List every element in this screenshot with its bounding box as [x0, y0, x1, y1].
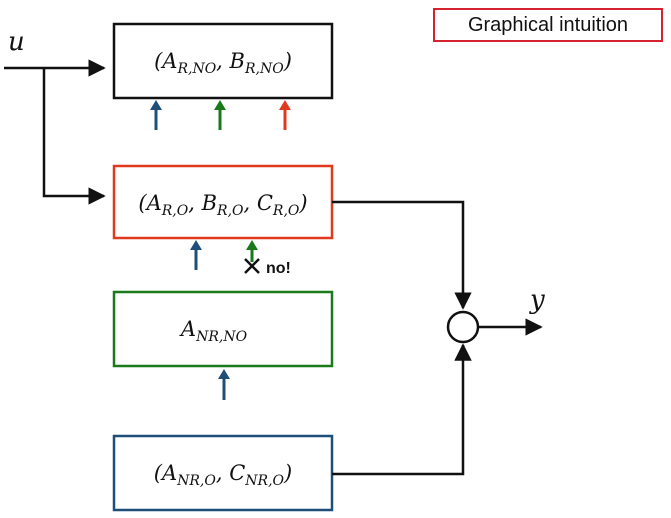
block-unreachable-observable-label: (ANR,O, CNR,O) — [154, 461, 292, 489]
blocked-cross-line-b — [244, 258, 260, 274]
output-path-from-block-4 — [332, 343, 472, 476]
input-arrow-2 — [214, 100, 226, 130]
input-arrow-3 — [279, 100, 291, 130]
badge-text: Graphical intuition — [467, 13, 629, 36]
block-unreachable-unobservable-arrows — [218, 369, 230, 400]
block-unreachable-unobservable-label: ANR,NO — [179, 317, 248, 345]
input-arrow-2 — [246, 240, 258, 262]
blocked-note: no! — [266, 260, 291, 277]
graphical-intuition-badge: Graphical intuition — [433, 8, 663, 42]
block-reachable-unobservable — [112, 22, 334, 100]
block-reachable-observable-label: (AR,O, BR,O, CR,O) — [138, 191, 307, 219]
input-arrow-1 — [150, 100, 162, 130]
block-reachable-unobservable-arrows — [150, 100, 291, 130]
block-reachable-unobservable-label: (AR,NO, BR,NO) — [154, 49, 292, 77]
input-arrow-1 — [218, 369, 230, 400]
summing-junction — [446, 310, 480, 344]
output-signal-label: y — [529, 285, 545, 315]
block-reachable-observable-arrows — [190, 240, 258, 270]
input-signal-label: u — [8, 27, 25, 57]
input-branch-line — [42, 68, 106, 205]
block-unreachable-unobservable — [112, 290, 334, 368]
input-arrow-1 — [190, 240, 202, 270]
blocked-mark: no! — [244, 258, 291, 277]
output-path-from-block-2 — [332, 200, 472, 310]
block-unreachable-observable — [112, 434, 334, 512]
